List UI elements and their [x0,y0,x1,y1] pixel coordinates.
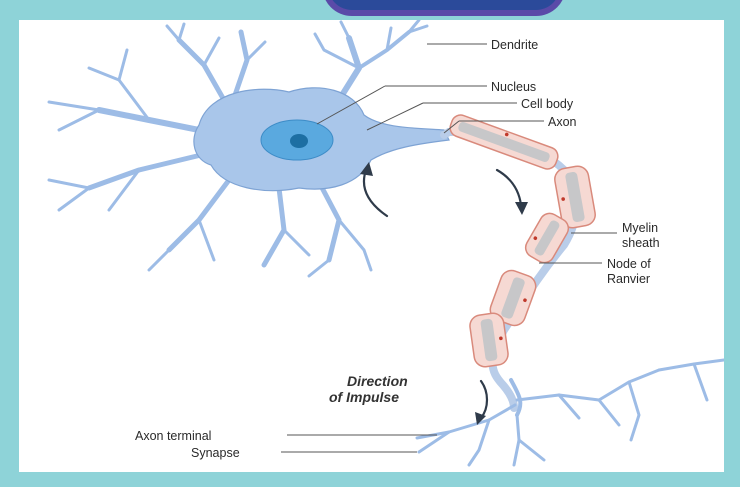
myelin-sheath-segments [448,113,597,369]
label-cell-body: Cell body [521,97,574,111]
label-myelin-sheath-line2: sheath [622,236,660,250]
label-axon: Axon [548,115,577,129]
label-nucleus: Nucleus [491,80,536,94]
label-node-of-ranvier-line2: Ranvier [607,272,650,286]
label-myelin-sheath-line1: Myelin [622,221,658,235]
label-axon-terminal: Axon terminal [135,429,211,443]
label-direction-line2: of Impulse [329,389,399,405]
neuron-diagram-panel: Dendrite Nucleus Cell body Axon Myelin s… [19,20,724,472]
nucleus [261,120,333,160]
label-synapse: Synapse [191,446,240,460]
label-dendrite: Dendrite [491,38,538,52]
neuron-diagram: Dendrite Nucleus Cell body Axon Myelin s… [19,20,724,472]
label-direction-line1: Direction [347,373,408,389]
label-node-of-ranvier-line1: Node of [607,257,651,271]
axon-terminal-branches [417,360,724,465]
top-tab-decoration [322,0,566,16]
